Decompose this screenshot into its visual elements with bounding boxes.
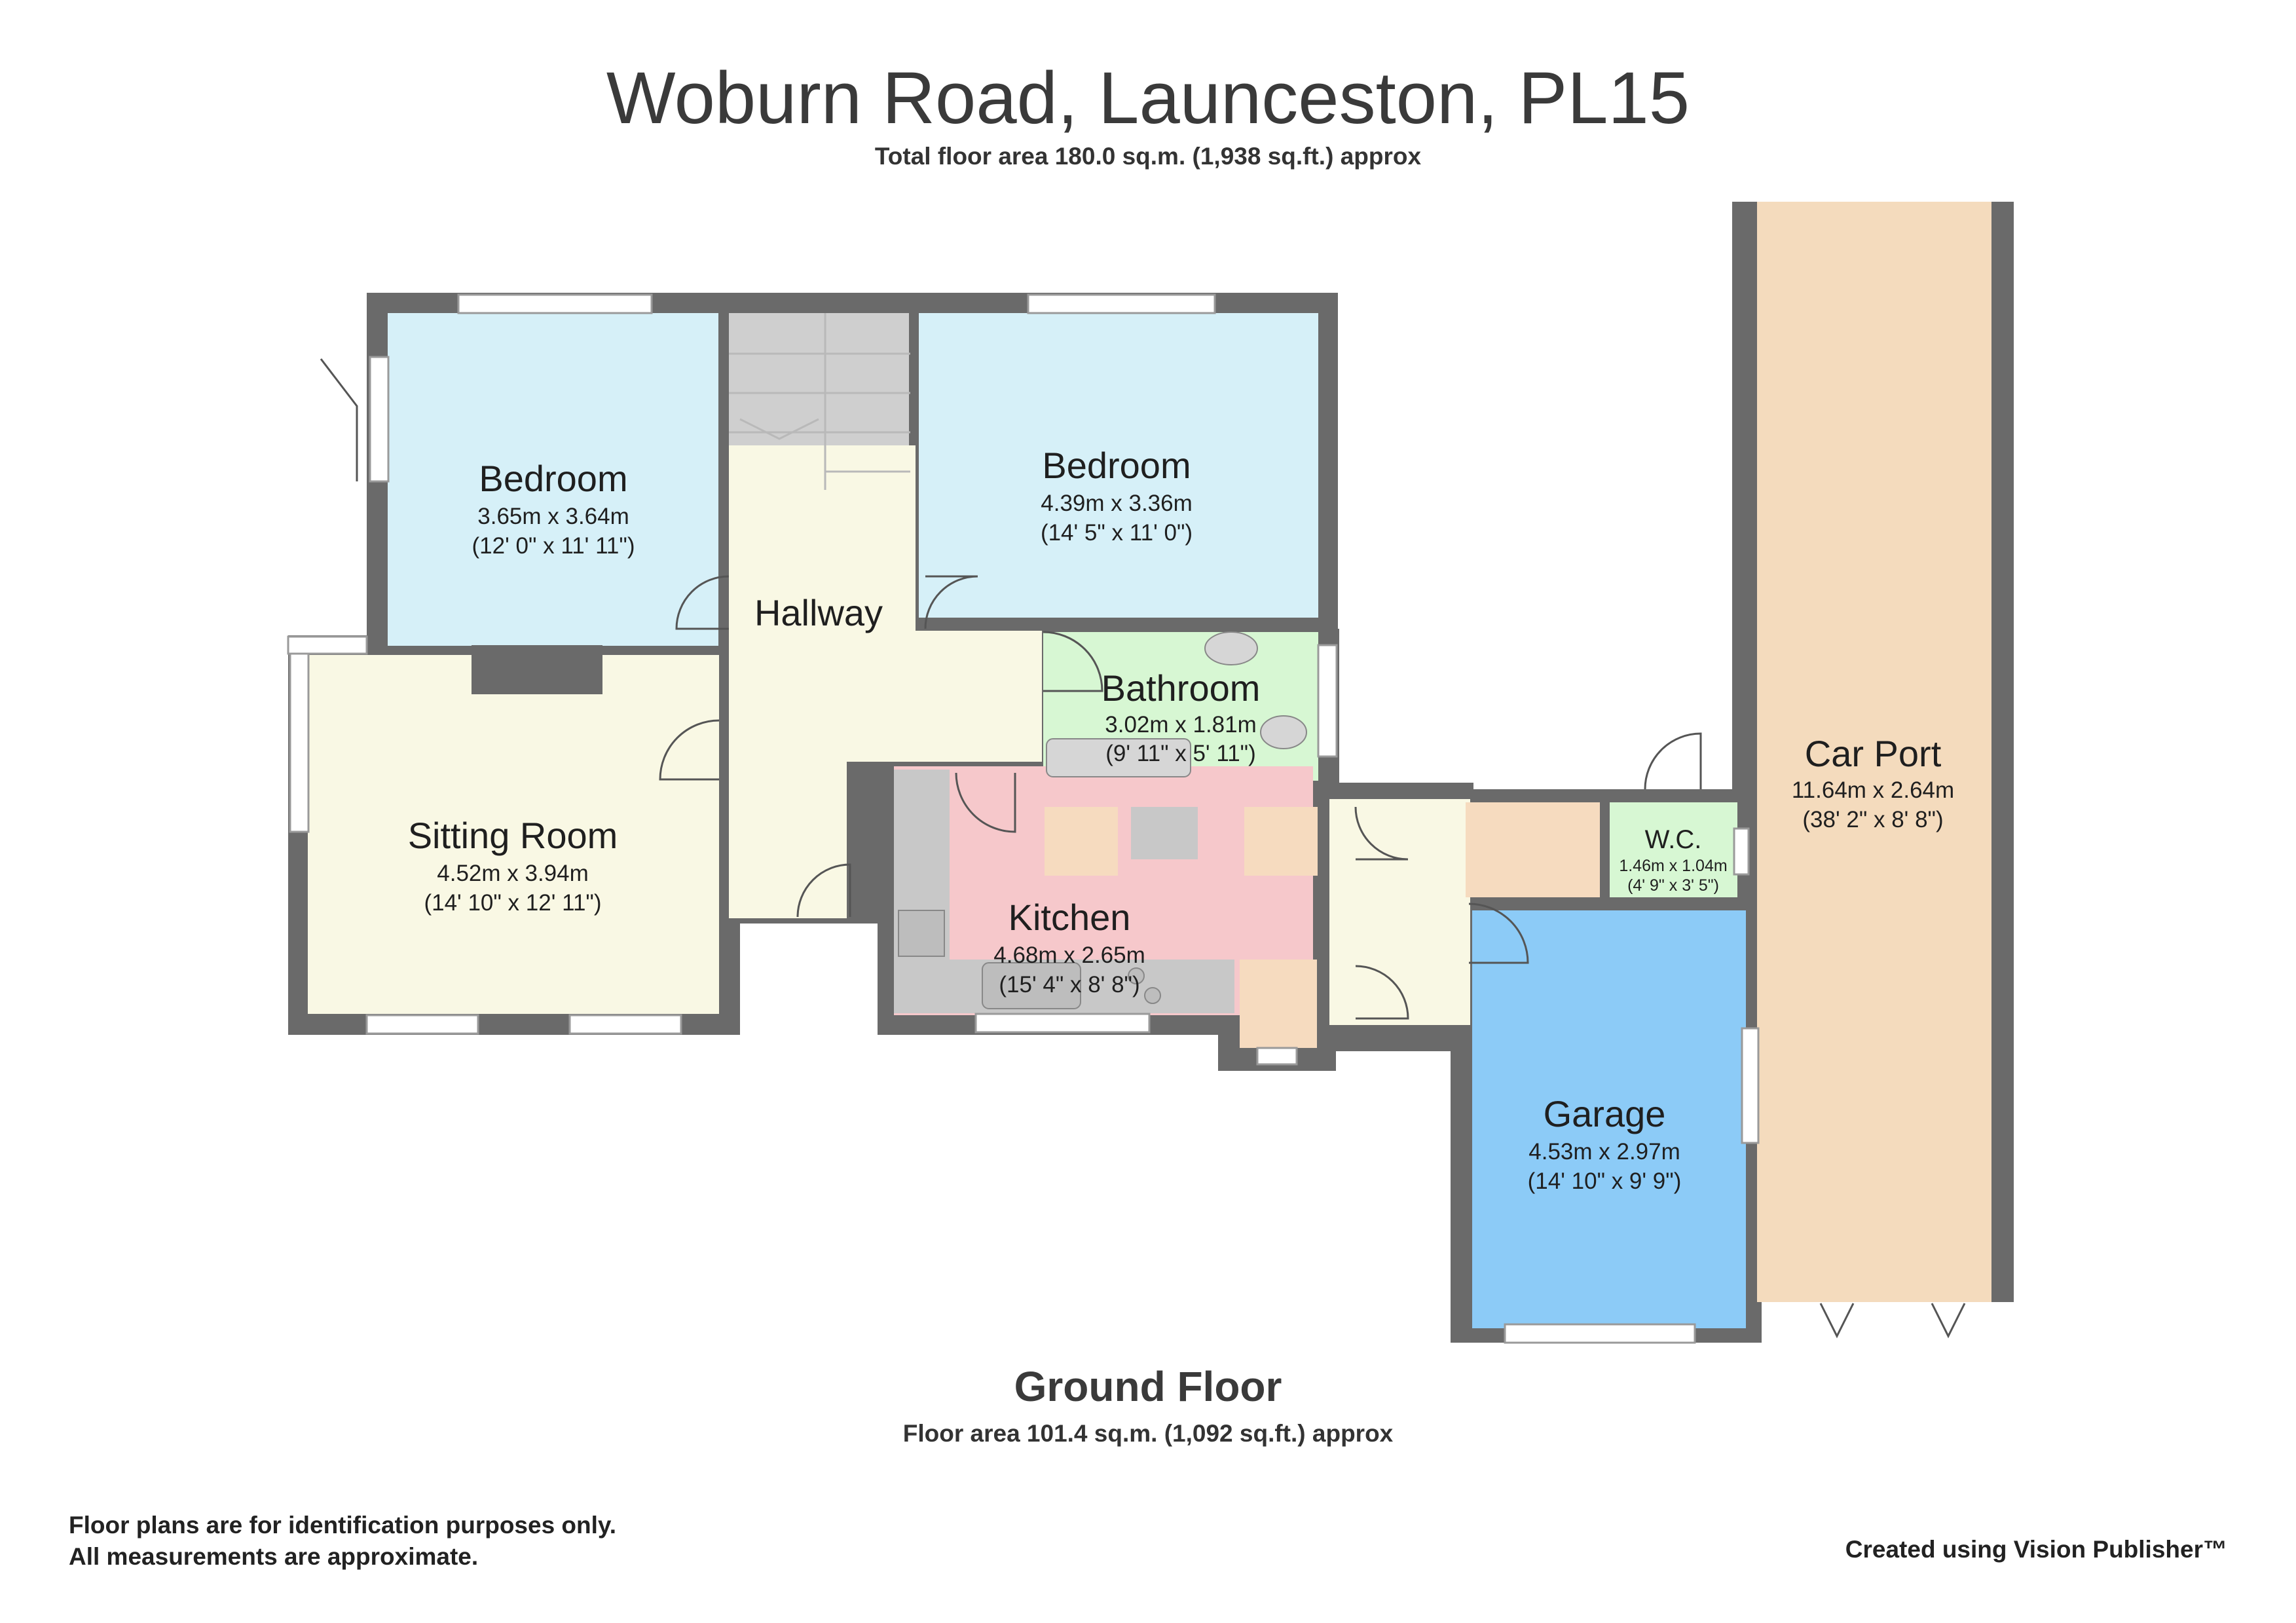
kitchen-name: Kitchen: [1009, 897, 1131, 938]
car-port-name: Car Port: [1805, 733, 1942, 774]
doors: [320, 358, 1966, 1339]
sitting-room-area: [308, 655, 719, 1014]
bedroom2-metric: 4.39m x 3.36m: [1041, 491, 1193, 516]
garage-area: [1472, 910, 1746, 1328]
bedroom1-name: Bedroom: [479, 458, 627, 499]
wc-name: W.C.: [1645, 825, 1702, 854]
bedroom1-area: [388, 313, 718, 646]
bathroom-imperial: (9' 11" x 5' 11"): [1105, 741, 1256, 766]
disclaimer-line-1: Floor plans are for identification purpo…: [69, 1512, 617, 1539]
garage-imperial: (14' 10" x 9' 9"): [1528, 1168, 1682, 1194]
wc-imperial: (4' 9" x 3' 5"): [1627, 876, 1719, 895]
hallway-area-2: [729, 631, 1042, 762]
bedroom1-imperial: (12' 0" x 11' 11"): [472, 533, 635, 559]
disclaimer: Floor plans are for identification purpo…: [69, 1510, 616, 1573]
sitting-room-imperial: (14' 10" x 12' 11"): [424, 890, 601, 916]
bedroom1-metric: 3.65m x 3.64m: [477, 504, 629, 529]
floor-area: Floor area 101.4 sq.m. (1,092 sq.ft.) ap…: [902, 1420, 1394, 1447]
car-port-imperial: (38' 2" x 8' 8"): [1802, 807, 1943, 832]
bedroom2-area: [919, 313, 1318, 618]
wc-metric: 1.46m x 1.04m: [1619, 857, 1727, 875]
hallway-area-3: [847, 445, 916, 632]
garage-name: Garage: [1544, 1093, 1666, 1134]
hallway-name: Hallway: [754, 592, 883, 633]
kitchen-metric: 4.68m x 2.65m: [993, 942, 1145, 968]
store-area: [1466, 802, 1600, 897]
bathroom-metric: 3.02m x 1.81m: [1105, 712, 1257, 737]
car-port-area: [1757, 202, 1991, 1302]
lobby-area: [1329, 799, 1470, 1025]
kitchen-cupboard-4: [1240, 960, 1317, 1048]
stairs: [729, 313, 910, 490]
room-fills: [308, 202, 1991, 1328]
floor-name: Ground Floor: [1014, 1363, 1282, 1410]
bedroom2-imperial: (14' 5" x 11' 0"): [1041, 520, 1193, 546]
sitting-room-metric: 4.52m x 3.94m: [437, 861, 589, 886]
kitchen-cupboard-3: [1244, 807, 1318, 876]
windows: [287, 293, 1760, 1344]
plan-title: Woburn Road, Launceston, PL15: [606, 57, 1690, 139]
fireplace: [472, 645, 602, 694]
disclaimer-line-2: All measurements are approximate.: [69, 1543, 479, 1570]
kitchen-cupboard-1: [1045, 807, 1118, 876]
kitchen-cupboard-2: [1131, 807, 1198, 859]
sitting-room-name: Sitting Room: [408, 815, 618, 856]
car-port-metric: 11.64m x 2.64m: [1792, 777, 1954, 803]
kitchen-imperial: (15' 4" x 8' 8"): [999, 972, 1139, 998]
garage-metric: 4.53m x 2.97m: [1528, 1139, 1680, 1165]
bath-fixtures: [1046, 631, 1307, 777]
bedroom2-name: Bedroom: [1042, 445, 1191, 486]
credit: Created using Vision Publisher™: [1845, 1536, 2227, 1563]
bathroom-name: Bathroom: [1102, 667, 1261, 709]
kitchen-fixtures: [898, 910, 1161, 1009]
wc-area: [1610, 802, 1737, 897]
total-floor-area: Total floor area 180.0 sq.m. (1,938 sq.f…: [874, 143, 1422, 170]
